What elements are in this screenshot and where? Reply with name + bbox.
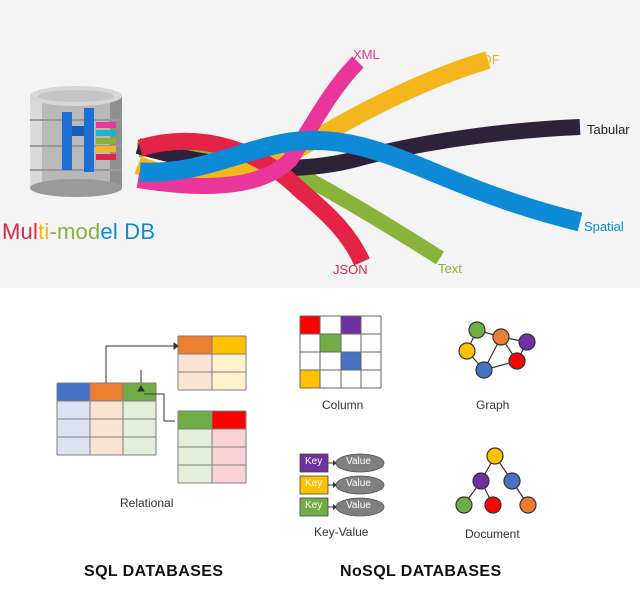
document-diagram [455,447,537,514]
title-part-1: Mul [2,219,39,244]
relational-bottom-table [177,410,247,484]
fiber-label-text: Text [438,261,462,276]
label-keyvalue: Key-Value [314,525,369,539]
kv-value-1: Value [346,456,371,467]
fiber-label-json: JSON [333,262,368,277]
column-diagram [299,315,382,389]
fiber-xml [136,56,364,194]
label-document: Document [465,527,520,541]
relational-connectors [105,342,179,422]
relational-diagram [56,335,247,484]
kv-key-2: Key [305,478,323,489]
label-graph: Graph [476,398,510,412]
label-relational: Relational [120,496,174,510]
sql-databases-header: SQL DATABASES [84,563,224,580]
title-part-2: ti [38,219,50,244]
multi-model-title: Multi-model DB [2,219,155,245]
nosql-databases-header: NoSQL DATABASES [340,563,502,580]
title-part-3: -mod [49,219,101,244]
fiber-spatial [139,130,583,232]
fiber-label-xml: XML [353,47,380,62]
label-column: Column [322,398,364,412]
fiber-label-rdf: RDF [473,52,500,67]
title-part-5: DB [117,219,156,244]
kv-key-1: Key [305,456,323,467]
fiber-json [137,132,370,266]
kv-value-2: Value [346,478,371,489]
relational-main-table [56,382,157,456]
kv-key-3: Key [305,500,323,511]
fiber-label-spatial: Spatial [584,219,624,234]
model-fibers [134,51,583,266]
title-part-4: el [100,219,118,244]
relational-top-table [177,335,247,391]
kv-value-3: Value [346,500,371,511]
database-icon [30,86,122,197]
keyvalue-diagram [299,453,385,517]
fiber-label-tabular: Tabular [587,122,630,137]
graph-diagram [458,321,536,379]
